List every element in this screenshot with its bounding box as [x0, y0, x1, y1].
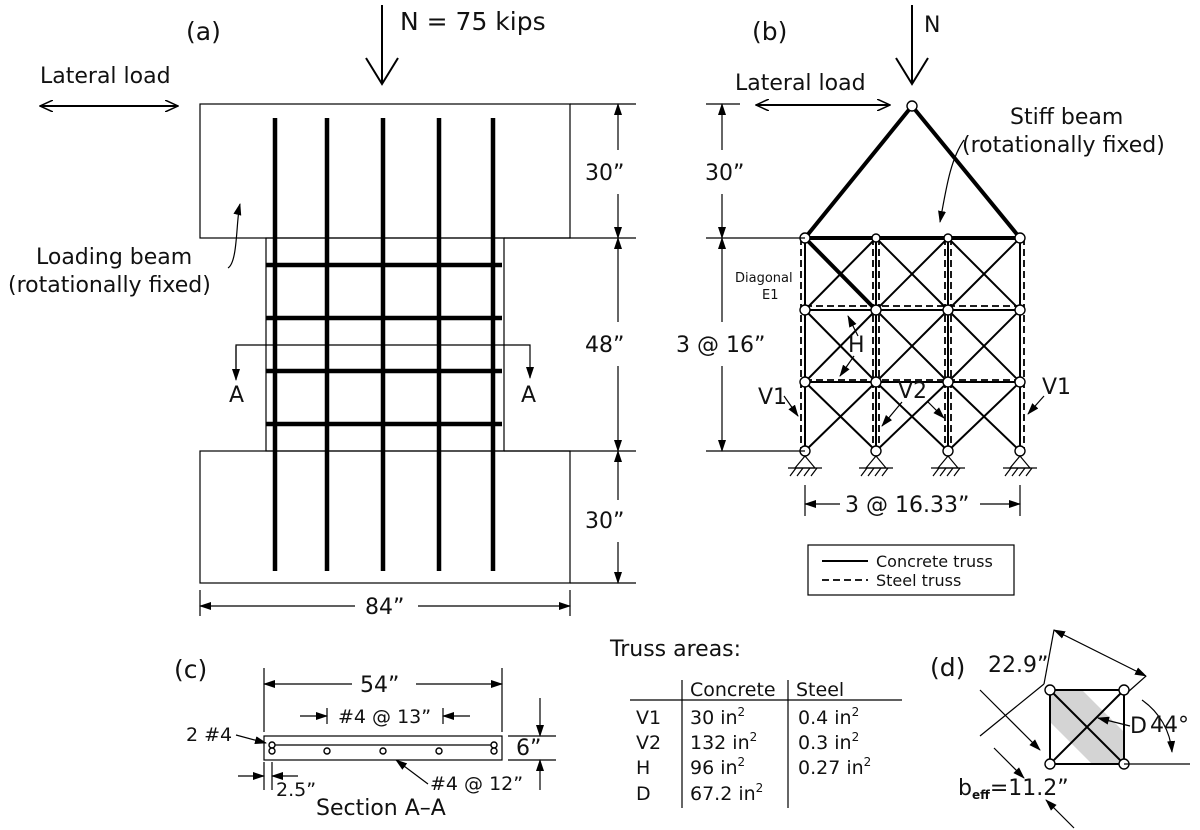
loading-beam-label-1: Loading beam [36, 245, 192, 270]
table-row-concrete: 132 in2 [690, 730, 757, 754]
table-row-concrete: 67.2 in2 [690, 781, 763, 805]
member-v2-leader-l [881, 401, 903, 427]
d-member-label: D [1130, 714, 1147, 739]
diagonal-e1 [803, 236, 878, 312]
end-bars-label: 2 #4 [186, 724, 232, 746]
panel-d-label: (d) [930, 653, 965, 682]
table-row-name: H [636, 757, 650, 779]
dim-cover: 2.5” [276, 779, 316, 801]
axial-load-label-b: N [924, 13, 940, 38]
section-cut-line [232, 344, 534, 381]
diagonal-dimension [979, 629, 1147, 751]
table-row-concrete: 96 in2 [690, 755, 745, 779]
axial-load-arrow [365, 5, 399, 86]
dim-width: 84” [365, 595, 404, 620]
section-width-dimension [263, 668, 503, 732]
truss-area-table: Truss areas: Concrete Steel V1 30 in2 0.… [609, 637, 902, 808]
legend [807, 544, 1015, 596]
panel-b: (b) N Lateral load Stiff beam (rotationa… [676, 5, 1165, 596]
panel-b-label: (b) [752, 17, 787, 46]
lateral-load-label-b: Lateral load [735, 71, 866, 96]
dim-bottom-beam: 30” [585, 509, 624, 534]
end-bars-leader [235, 734, 267, 745]
dim-wall-height: 48” [585, 333, 624, 358]
member-h-leader-2 [839, 355, 855, 377]
panel-d: (d) D 22.9” 44° [930, 629, 1190, 829]
pin-supports [788, 455, 1037, 477]
legend-concrete-label: Concrete truss [876, 552, 993, 571]
angle-label: 44° [1150, 713, 1189, 738]
diagonal-label-2: E1 [762, 288, 779, 303]
section-title: Section A–A [316, 796, 446, 821]
table-row-steel: 0.4 in2 [798, 705, 859, 729]
section-mark-left: A [229, 383, 244, 408]
member-v2-leader-r [927, 401, 945, 419]
wall-section [263, 735, 503, 761]
panel-c-label: (c) [174, 655, 207, 684]
dim-top-beam: 30” [585, 161, 624, 186]
diagonal-label-1: Diagonal [735, 271, 793, 286]
concrete-truss [804, 237, 1021, 452]
table-row-steel: 0.27 in2 [798, 755, 871, 779]
dim-diagonal: 22.9” [988, 653, 1048, 678]
bottom-bars-leader [395, 759, 429, 785]
vertical-dimension-lines-b [706, 103, 805, 452]
effective-width-dimension [993, 747, 1075, 829]
top-bar-spacing-label: #4 @ 13” [338, 706, 431, 728]
dim-b-top: 30” [705, 161, 744, 186]
d-member-leader [1097, 716, 1131, 727]
member-h-label: H [848, 333, 865, 358]
member-v1-right-label: V1 [1042, 375, 1071, 400]
stiff-beam-label-1: Stiff beam [1010, 105, 1123, 130]
section-rebar-dots [268, 741, 498, 755]
table-row-name: V1 [636, 707, 661, 729]
stiff-beam-leader [938, 139, 965, 223]
vertical-dimension-lines [504, 103, 636, 584]
panel-diagonal-2 [1049, 689, 1125, 765]
angle-indicator [1124, 699, 1190, 765]
stiff-beam-label-2: (rotationally fixed) [962, 133, 1165, 158]
table-row-steel: 0.3 in2 [798, 730, 859, 754]
dim-thickness: 6” [516, 736, 541, 761]
member-v1-left-label: V1 [758, 385, 787, 410]
top-bar-spacing-dimension [300, 708, 470, 724]
steel-truss [800, 238, 1025, 451]
legend-steel-label: Steel truss [876, 571, 961, 590]
table-row-concrete: 30 in2 [690, 705, 745, 729]
table-header-steel: Steel [796, 679, 844, 701]
beff-label: beff=11.2” [958, 776, 1069, 802]
panel-c: (c) 54” #4 @ 13” 2 #4 [174, 655, 556, 821]
member-v1-right-leader [1027, 395, 1045, 415]
lateral-load-label: Lateral load [40, 64, 171, 89]
section-mark-right: A [521, 383, 536, 408]
horizontal-rebars [266, 262, 502, 427]
member-v2-label: V2 [898, 379, 927, 404]
dim-section-width: 54” [360, 673, 399, 698]
member-v1-left-leader [783, 395, 799, 417]
axial-load-arrow-b [895, 5, 929, 86]
loading-beam-label-2: (rotationally fixed) [8, 273, 211, 298]
axial-load-label: N = 75 kips [400, 7, 546, 36]
dim-b-width: 3 @ 16.33” [845, 493, 969, 518]
table-header-concrete: Concrete [690, 679, 776, 701]
table-row-name: D [636, 783, 651, 805]
thickness-dimension [508, 698, 556, 790]
table-row-name: V2 [636, 732, 661, 754]
member-h-leader [847, 315, 859, 337]
truss-panel-square [1049, 689, 1125, 765]
stiff-beam-triangle [803, 102, 1022, 240]
width-dimension-line-b [804, 485, 1021, 516]
width-dimension-line [199, 590, 571, 616]
dim-b-height: 3 @ 16” [676, 333, 765, 358]
truss-nodes [799, 100, 1026, 457]
panel-a-label: (a) [186, 17, 221, 46]
loading-beam-leader [227, 203, 242, 269]
cover-dimension [238, 762, 298, 790]
bottom-bars-label: #4 @ 12” [430, 773, 523, 795]
table-title: Truss areas: [609, 637, 741, 662]
panel-a: (a) N = 75 kips Lateral load [8, 5, 636, 620]
